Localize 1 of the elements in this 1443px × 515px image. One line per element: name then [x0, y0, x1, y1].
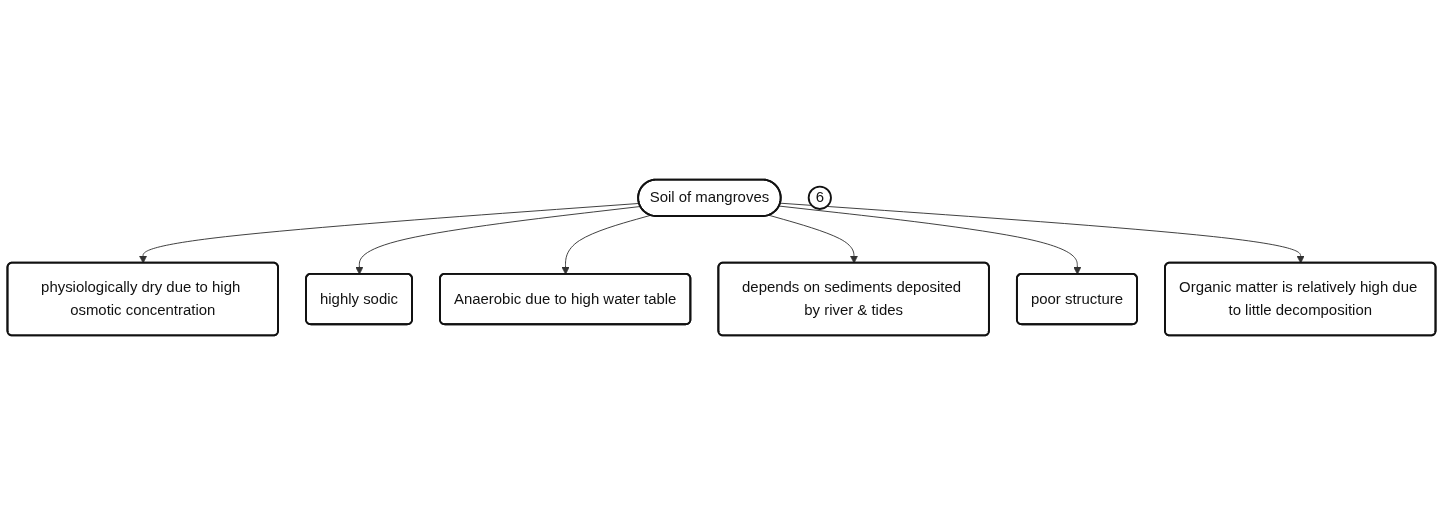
- node-circle: 6: [807, 185, 832, 210]
